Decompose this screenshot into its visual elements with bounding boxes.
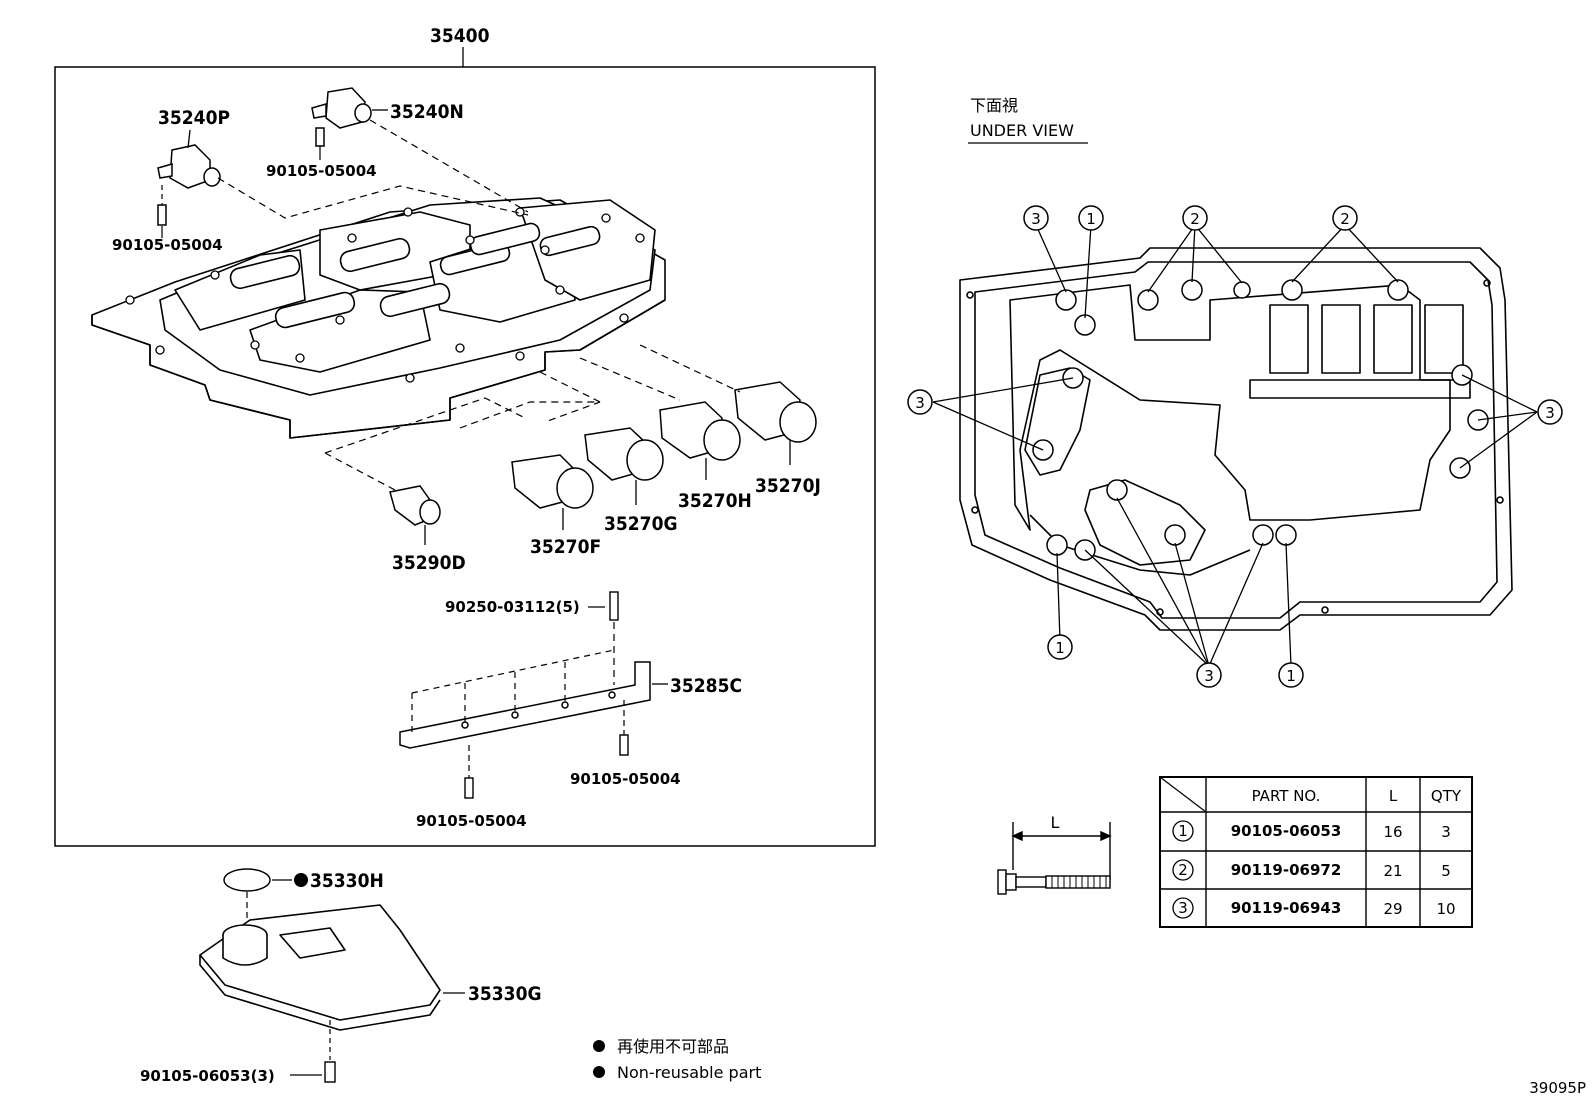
callout-1: 1: [1055, 639, 1065, 657]
table-row-qty: 3: [1441, 823, 1451, 841]
table-row-part-no: 90119-06972: [1231, 861, 1342, 879]
under-view-title-en: UNDER VIEW: [970, 121, 1074, 140]
solenoid-35240N: [311, 87, 372, 147]
pin-part: [609, 591, 619, 621]
label-bolt-c: 90105-05004: [570, 770, 681, 788]
valve-body: [91, 197, 666, 439]
table-row-key: 1: [1178, 822, 1188, 840]
table-row-part-no: 90119-06943: [1231, 899, 1342, 917]
label-35240P: 35240P: [158, 107, 230, 129]
solenoid-35240P: [157, 144, 221, 226]
callouts: 3 1 2 2 3 3 1 3 1: [907, 205, 1563, 688]
table-row-l: 21: [1383, 862, 1402, 880]
table-row-l: 29: [1383, 900, 1402, 918]
label-35240N: 35240N: [390, 101, 464, 123]
callout-3: 3: [1204, 667, 1214, 685]
bolt-table: [1159, 776, 1473, 928]
legend-dot-en: [593, 1066, 605, 1078]
solenoid-35270J: [734, 381, 817, 443]
table-row-l: 16: [1383, 823, 1402, 841]
bolt-d: [464, 777, 474, 799]
legend-jp: 再使用不可部品: [617, 1037, 729, 1056]
table-header-l: L: [1389, 787, 1398, 805]
table-row-key: 3: [1178, 899, 1188, 917]
table-row-part-no: 90105-06053: [1231, 822, 1342, 840]
under-view-title-jp: 下面視: [970, 96, 1018, 115]
legend-dot-jp: [593, 1040, 605, 1052]
table-header-qty: QTY: [1431, 787, 1462, 805]
label-bolt-a: 90105-05004: [112, 236, 223, 254]
callout-2: 2: [1340, 210, 1350, 228]
label-35270F: 35270F: [530, 536, 601, 558]
label-35400: 35400: [430, 25, 490, 47]
callout-1: 1: [1286, 667, 1296, 685]
strainer-35330G: [199, 904, 441, 1031]
solenoid-35290D: [389, 485, 441, 526]
solenoid-35270F: [511, 454, 594, 509]
non-reusable-mark: [294, 873, 308, 887]
callout-3: 3: [1545, 404, 1555, 422]
o-ring-35330H: [223, 868, 271, 892]
table-row-qty: 10: [1436, 900, 1455, 918]
strainer-bolt: [324, 1061, 336, 1083]
label-35285C: 35285C: [670, 675, 742, 697]
label-35330G: 35330G: [468, 983, 542, 1005]
table-header-part-no: PART NO.: [1252, 787, 1321, 805]
legend-en: Non-reusable part: [617, 1063, 761, 1082]
under-view-plate: [959, 247, 1513, 631]
bolt-c: [619, 734, 629, 756]
bolt-length-diagram: [997, 822, 1112, 895]
solenoid-35270H: [659, 401, 741, 461]
label-strainer-bolt: 90105-06053(3): [140, 1067, 275, 1085]
callout-1: 1: [1086, 210, 1096, 228]
label-35330H: 35330H: [310, 870, 384, 892]
table-row-qty: 5: [1441, 862, 1451, 880]
table-row-key: 2: [1178, 861, 1188, 879]
callout-3: 3: [1031, 210, 1041, 228]
figure-code: 39095P: [1529, 1079, 1586, 1097]
detent-plate-35285C: [399, 661, 651, 749]
label-35270J: 35270J: [755, 475, 821, 497]
label-bolt-b: 90105-05004: [266, 162, 377, 180]
solenoid-35270G: [584, 427, 664, 481]
assembly-frame: [54, 66, 876, 847]
callout-2: 2: [1190, 210, 1200, 228]
label-35290D: 35290D: [392, 552, 466, 574]
label-35270H: 35270H: [678, 490, 752, 512]
callout-3: 3: [915, 394, 925, 412]
bolt-length-label: L: [1051, 813, 1060, 832]
label-pin: 90250-03112(5): [445, 598, 580, 616]
label-bolt-d: 90105-05004: [416, 812, 527, 830]
label-35270G: 35270G: [604, 513, 678, 535]
